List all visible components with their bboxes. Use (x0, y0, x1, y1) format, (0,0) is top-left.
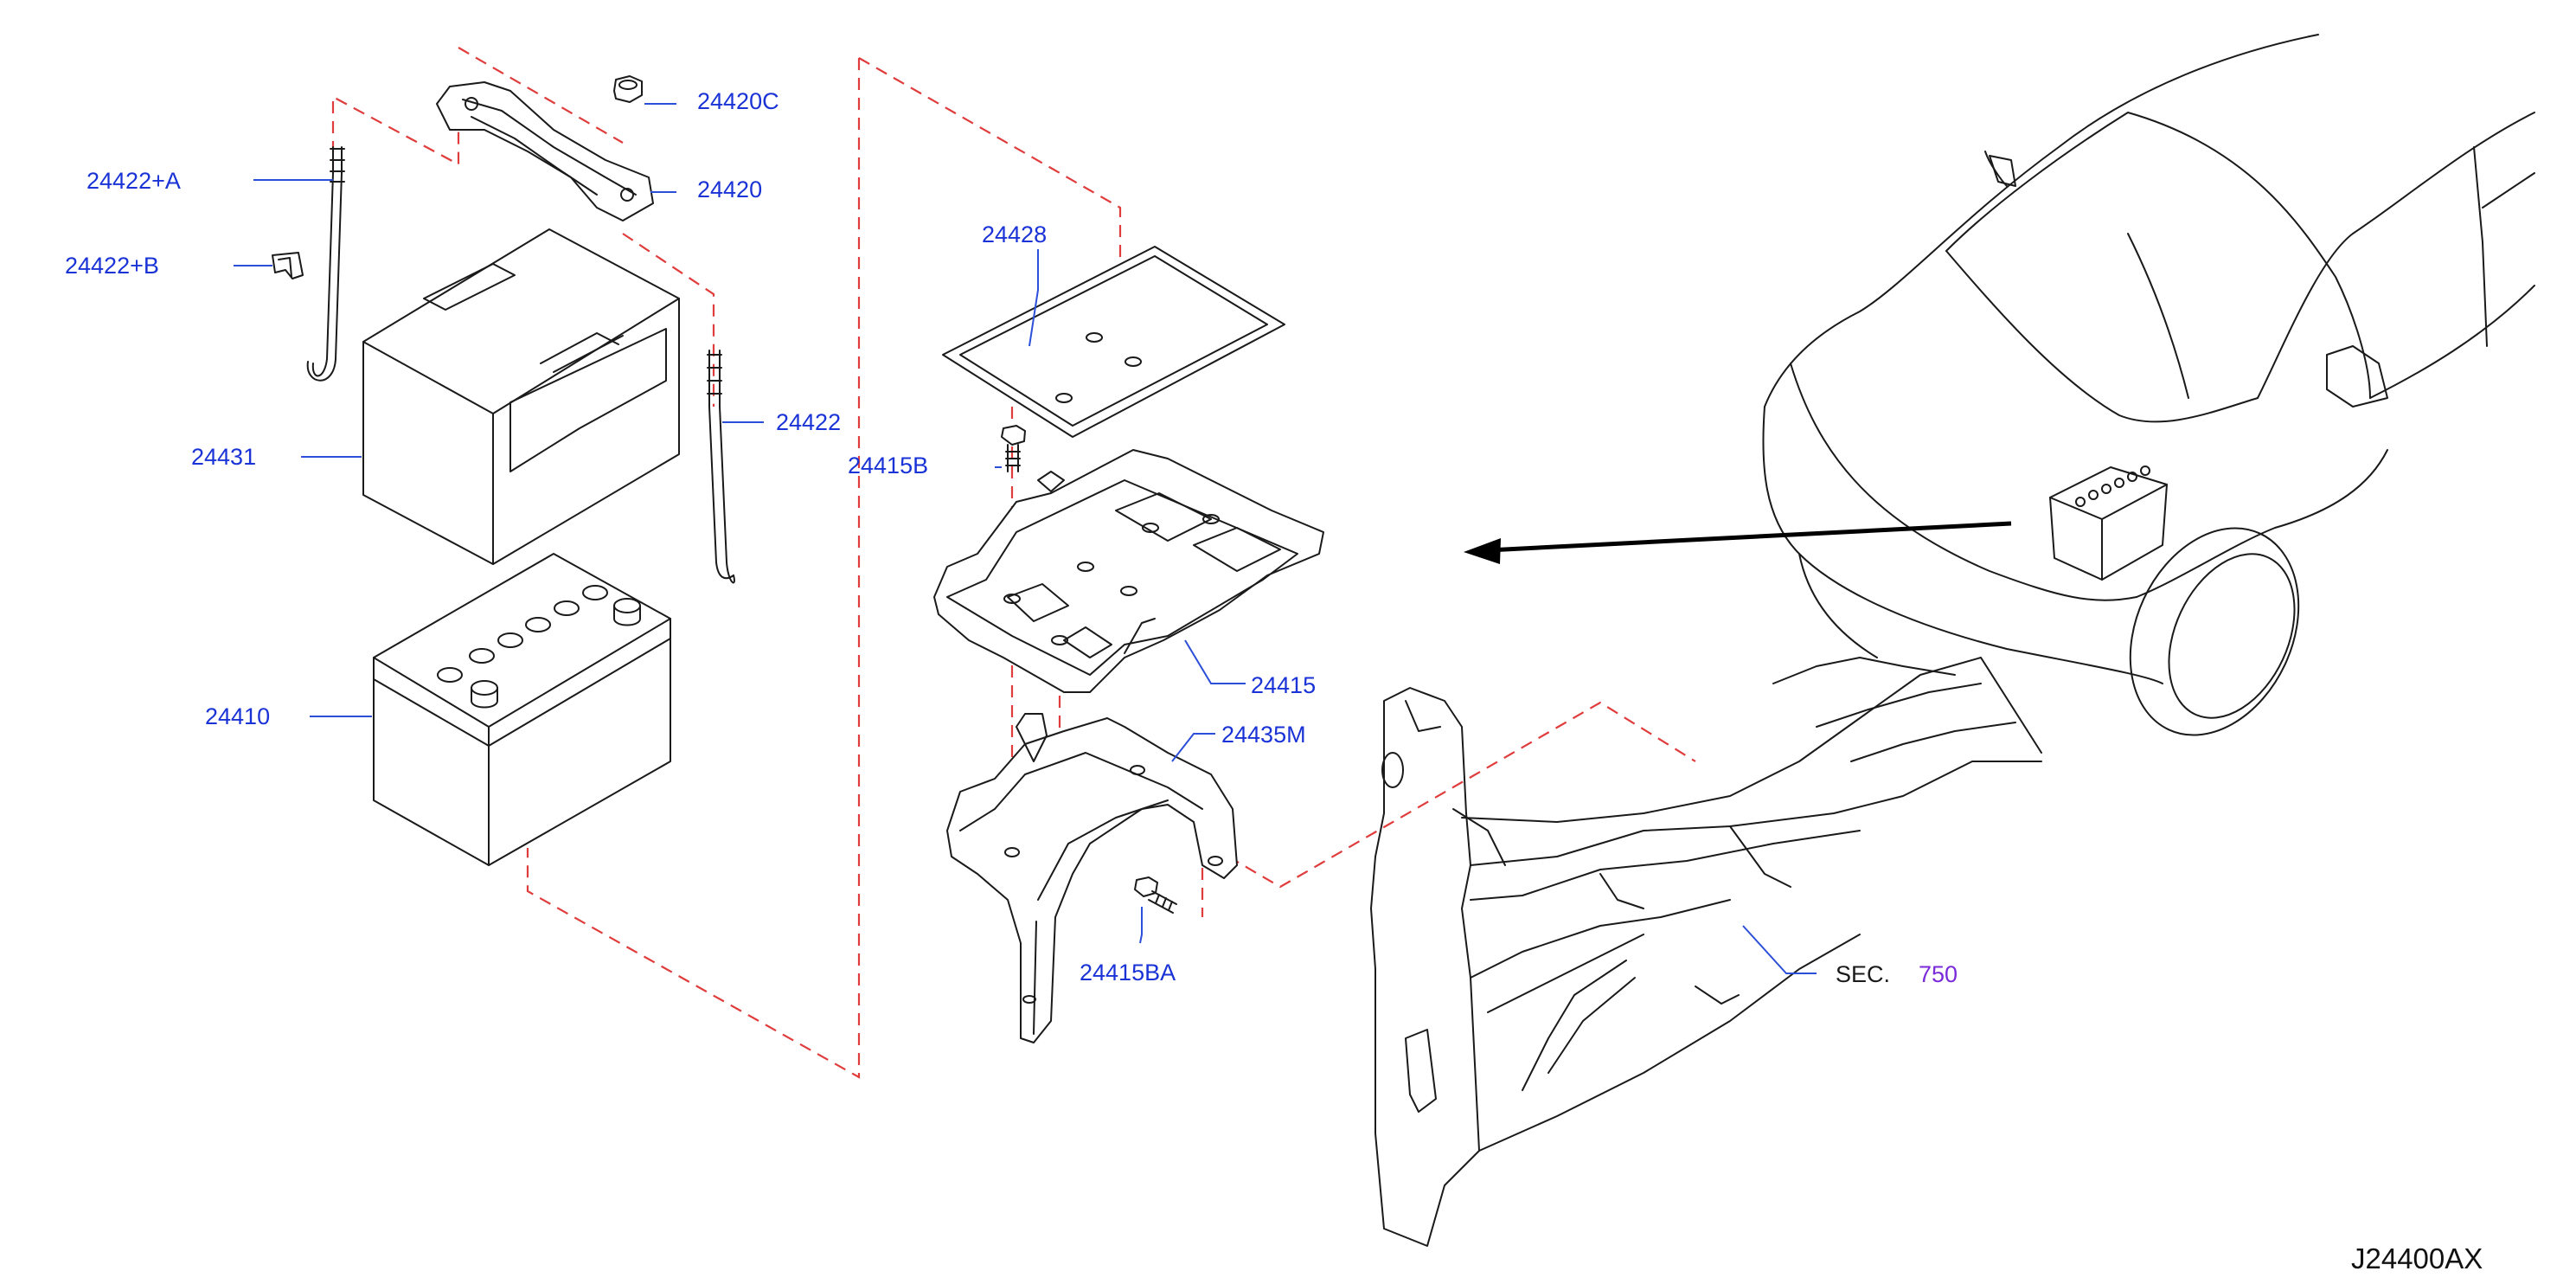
callout-leaders (234, 103, 1817, 974)
section-ref-number: 750 (1919, 961, 1958, 987)
battery-tray-pad (942, 246, 1285, 438)
hook-clip (272, 252, 304, 279)
callout-24422-A: 24422+A (87, 168, 181, 194)
callout-24420C: 24420C (697, 88, 779, 114)
alignment-guides (331, 47, 1696, 1079)
callout-24415BA: 24415BA (1080, 960, 1176, 985)
bolt-24415b (1001, 425, 1026, 472)
hold-down-bracket (436, 81, 654, 221)
battery-insulator-cover (362, 228, 680, 565)
section-ref-label: SEC. (1836, 961, 1890, 987)
callout-24420: 24420 (697, 177, 762, 202)
vehicle-front-view (1762, 34, 2535, 736)
location-arrow (1464, 521, 2012, 564)
bolt-24415ba (1134, 876, 1177, 914)
j-rod-right (707, 350, 735, 584)
vehicle-body-structure (1370, 657, 2042, 1247)
callout-24435M: 24435M (1221, 722, 1306, 748)
callout-labels: 24420C 24422+A 24420 24422+B 24428 24422… (65, 88, 2483, 1274)
callout-24422-B: 24422+B (65, 253, 159, 279)
battery-location-marker (2049, 465, 2168, 581)
callout-24410: 24410 (205, 703, 270, 729)
battery-tray (933, 449, 1324, 693)
battery-terminals (437, 585, 641, 709)
callout-24431: 24431 (191, 444, 256, 470)
battery-tray-bracket (946, 713, 1238, 1043)
battery (373, 553, 671, 866)
callout-24415B: 24415B (848, 453, 928, 478)
callout-24428: 24428 (982, 221, 1047, 247)
callout-24415: 24415 (1251, 672, 1316, 698)
diagram-code: J24400AX (2351, 1242, 2483, 1274)
j-rod-left (306, 146, 345, 382)
callout-24422: 24422 (776, 409, 841, 435)
hex-nut (613, 75, 643, 103)
